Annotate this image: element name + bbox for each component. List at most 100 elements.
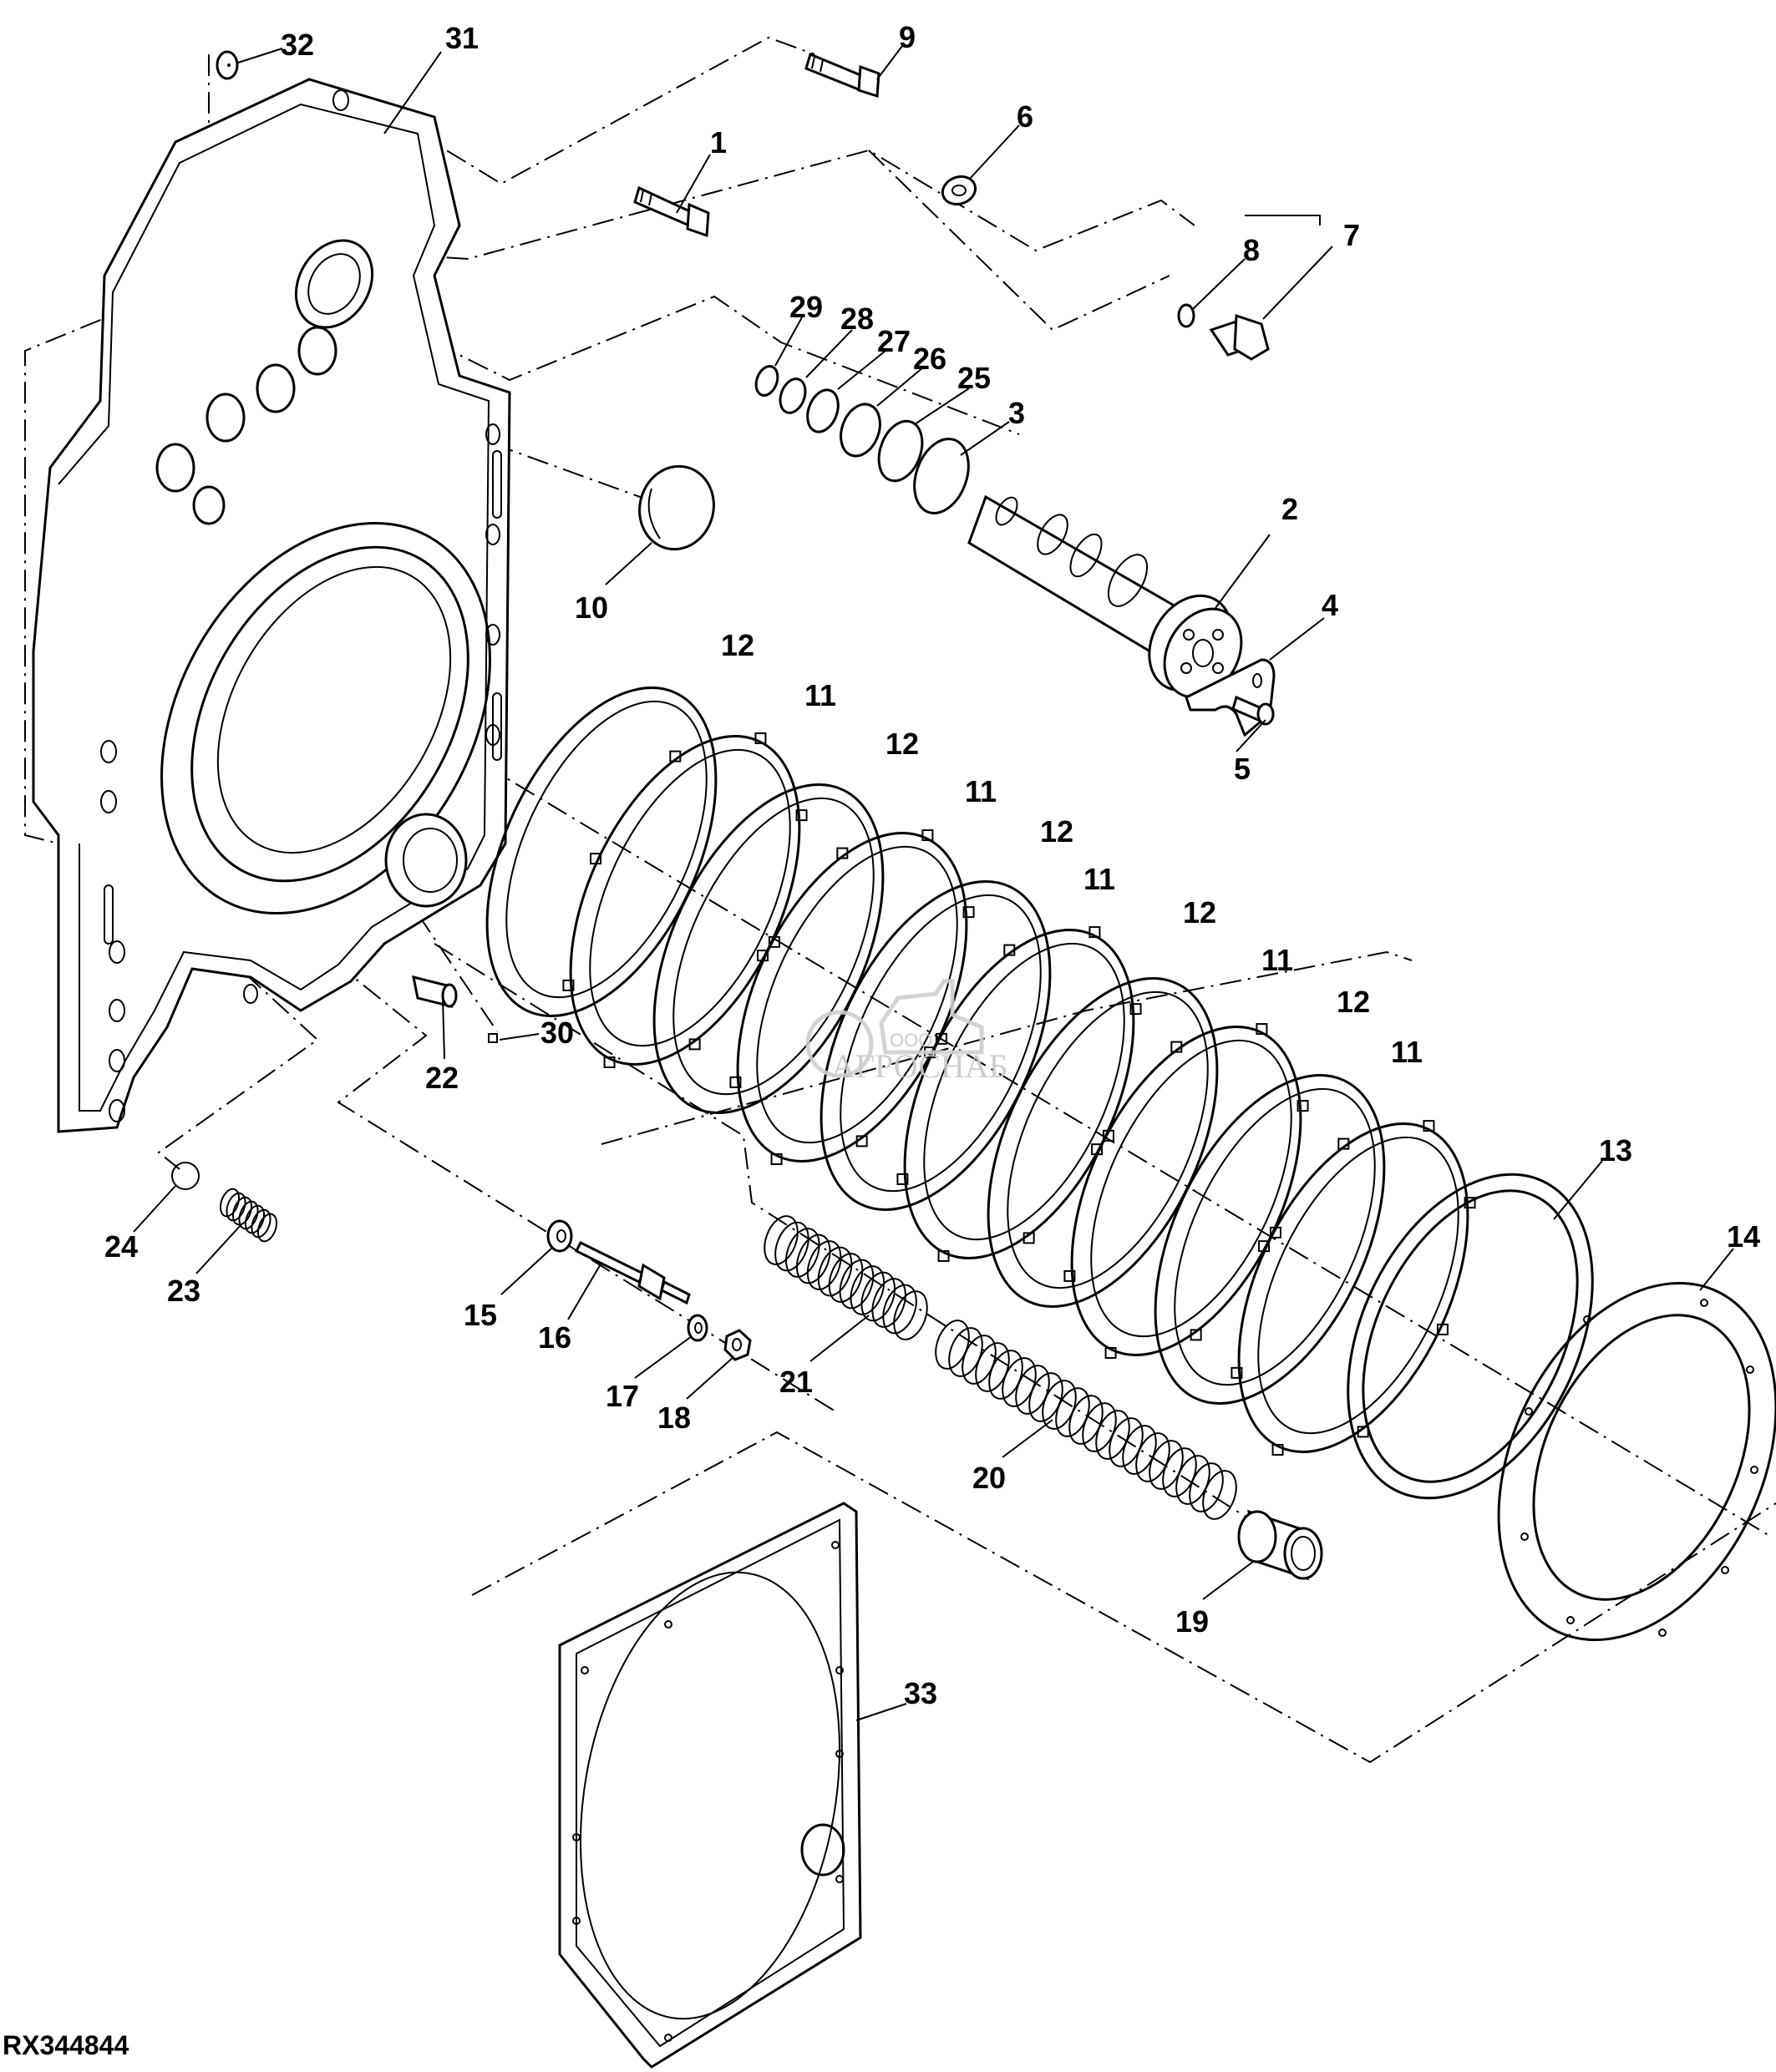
washer-part-17[interactable] (687, 1314, 708, 1342)
o-ring-part-25[interactable] (871, 415, 930, 487)
dowel-pin-part-22[interactable] (412, 975, 458, 1009)
leader-lines (133, 45, 1734, 1721)
ball-part-24[interactable] (171, 1162, 200, 1190)
callout-29[interactable]: 29 (789, 290, 823, 324)
callout-27[interactable]: 27 (877, 324, 911, 358)
callout-11e[interactable]: 11 (1391, 1035, 1423, 1069)
callout-6[interactable]: 6 (1017, 99, 1033, 134)
backing-plate-part-14[interactable] (1444, 1239, 1776, 1685)
spring-part-20[interactable] (930, 1316, 1242, 1524)
callout-5[interactable]: 5 (1234, 752, 1251, 786)
washer-part-6[interactable] (939, 172, 980, 209)
o-ring-part-27[interactable] (802, 386, 844, 436)
spring-coil (251, 1208, 271, 1239)
callout-14[interactable]: 14 (1727, 1219, 1760, 1254)
callout-21[interactable]: 21 (779, 1365, 813, 1399)
callout-9[interactable]: 9 (899, 20, 916, 54)
valve-cartridge-part-2[interactable] (967, 494, 1256, 711)
housing-valve-bore-inner (307, 253, 361, 315)
callout-33[interactable]: 33 (904, 1676, 937, 1710)
callout-30[interactable]: 31 (445, 21, 479, 55)
callout-26[interactable]: 26 (913, 342, 946, 376)
housing-bore-inner (190, 545, 469, 883)
plug-part-7[interactable] (1209, 313, 1270, 361)
callout-11d[interactable]: 11 (1261, 943, 1293, 977)
spring-part-23[interactable] (217, 1187, 280, 1244)
callout-12b[interactable]: 12 (885, 727, 919, 761)
centerline-6 (333, 149, 1195, 261)
callout-13[interactable]: 13 (1599, 1133, 1632, 1168)
nut-part-18[interactable] (723, 1329, 752, 1361)
callout-10[interactable]: 10 (575, 590, 608, 625)
callout-18[interactable]: 18 (657, 1401, 691, 1435)
watermark-prefix: ООО (890, 1030, 932, 1051)
o-ring-part-28[interactable] (776, 375, 810, 416)
spring-part-21[interactable] (759, 1212, 933, 1345)
callout-4[interactable]: 4 (1322, 588, 1338, 622)
plug-cap-part-10[interactable] (631, 458, 723, 557)
callout-12c[interactable]: 12 (1040, 814, 1073, 849)
plug-part-31[interactable] (216, 50, 239, 80)
housing-front-face (58, 103, 490, 1112)
cap-screw-part-9[interactable] (804, 52, 880, 99)
callout-12e[interactable]: 12 (1337, 985, 1370, 1019)
callout-17[interactable]: 17 (606, 1379, 639, 1413)
o-ring-part-26[interactable] (834, 398, 886, 461)
o-ring-part-3[interactable] (905, 432, 978, 521)
disk-tab (1063, 1269, 1076, 1282)
callout-31[interactable]: 32 (281, 28, 314, 62)
housing-bore-outer (160, 521, 491, 915)
disk-tab (962, 906, 975, 919)
watermark-gear-icon (805, 1010, 874, 1078)
stud-part-16[interactable] (574, 1240, 691, 1305)
disk-tab (1258, 1240, 1271, 1253)
callout-labels: 32 31 9 1 6 7 8 29 28 27 26 25 3 2 10 4 … (104, 20, 1760, 1710)
disk-tab (921, 829, 934, 842)
disk-tab (1296, 1100, 1309, 1112)
callout-12a[interactable]: 12 (721, 628, 754, 662)
disk-tab (1104, 1346, 1117, 1359)
callout-16[interactable]: 16 (538, 1320, 571, 1355)
callout-2[interactable]: 2 (1281, 492, 1298, 526)
spring-coil (860, 1271, 896, 1322)
callout-11a[interactable]: 11 (804, 678, 836, 712)
disk-tab (1337, 1137, 1350, 1150)
callout-19[interactable]: 19 (1175, 1604, 1209, 1639)
cap-screw-part-5[interactable] (1231, 695, 1275, 726)
callout-28[interactable]: 28 (840, 301, 874, 336)
callout-12d[interactable]: 12 (1183, 895, 1216, 930)
centerline-clutch-return (601, 950, 1413, 1145)
clutch-pack (485, 686, 1476, 1456)
disk-tab (1190, 1329, 1202, 1341)
callout-11b[interactable]: 11 (965, 774, 997, 808)
disk-tab (1423, 1120, 1435, 1132)
callout-25[interactable]: 25 (957, 361, 991, 395)
bushing-part-19[interactable] (1237, 1509, 1323, 1581)
housing-bolt-holes (100, 89, 500, 1122)
callout-11c[interactable]: 11 (1083, 862, 1115, 896)
callout-20[interactable]: 20 (972, 1461, 1006, 1495)
callout-22[interactable]: 22 (425, 1061, 459, 1095)
separator-plate-part-12[interactable] (1109, 1040, 1431, 1439)
housing-bore-ring (216, 565, 452, 854)
callout-3[interactable]: 3 (1008, 396, 1025, 430)
orifice-part-32[interactable] (488, 1033, 498, 1043)
disk-tab (855, 1135, 868, 1147)
callout-15[interactable]: 15 (464, 1298, 497, 1332)
callout-7[interactable]: 7 (1343, 218, 1360, 252)
plate-part-13[interactable] (1300, 1135, 1642, 1537)
o-ring-part-8[interactable] (1177, 303, 1195, 328)
housing-part-30[interactable] (32, 78, 557, 1133)
callout-32[interactable]: 30 (540, 1016, 574, 1050)
disk-tab (1436, 1323, 1449, 1335)
callout-8[interactable]: 8 (1243, 233, 1260, 267)
spring-coil (882, 1284, 917, 1335)
gasket-part-33[interactable] (547, 1502, 872, 2069)
washer-part-15[interactable] (546, 1219, 573, 1253)
callout-24[interactable]: 24 (104, 1229, 138, 1264)
callout-23[interactable]: 23 (167, 1274, 200, 1308)
disk-tab (669, 750, 682, 762)
cap-screw-part-1[interactable] (633, 185, 710, 238)
o-ring-part-29[interactable] (753, 363, 782, 398)
callout-1[interactable]: 1 (710, 125, 727, 160)
